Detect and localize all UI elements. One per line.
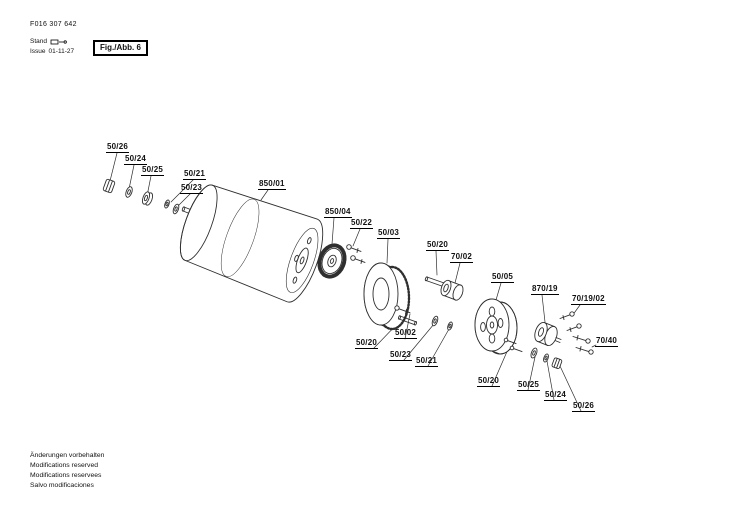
part-label: 70/02 [450,252,474,263]
part-label: 50/05 [491,272,515,283]
part-label: 870/19 [531,284,559,295]
part-screws-70-19-02 [559,311,582,333]
part-ring-50-03 [363,262,411,331]
issue-label: Issue [30,48,46,55]
stand-label: Stand [30,38,47,45]
legal-note-en: Modifications reserved [30,462,98,469]
part-label: 50/23 [180,183,204,194]
part-label: 50/26 [572,401,596,412]
part-nut-50-26-right [551,357,563,370]
figure-number-box: Fig./Abb. 6 [93,40,148,56]
part-screws-50-22 [346,244,366,264]
part-label: 50/02 [394,328,418,339]
part-washer-50-21 [164,199,170,209]
part-pin-50-20-mid [398,315,417,326]
legal-note-de: Änderungen vorbehalten [30,452,105,459]
legal-note-es: Salvo modificaciones [30,482,94,489]
part-label: 70/19/02 [571,294,606,305]
part-washer-50-21-mid [447,321,453,331]
part-gear-850-04 [317,243,347,279]
part-washer-50-25-right [530,347,538,359]
part-label: 850/04 [324,207,352,218]
stamp-icon [50,39,67,45]
part-label: 850/01 [258,179,286,190]
part-drum-850-01 [179,184,324,303]
part-label: 50/21 [415,356,439,367]
part-label: 50/25 [517,380,541,391]
legal-note-fr: Modifications reservees [30,472,102,479]
part-nut-50-26 [102,178,116,194]
document-part-number: F016 307 642 [30,21,77,28]
part-washer-50-23-mid [431,315,439,327]
part-label: 50/24 [124,154,148,165]
part-label: 50/22 [350,218,374,229]
part-washer-50-24-right [543,353,549,363]
part-washer-50-23 [172,203,180,215]
issue-date: 01-11-27 [48,48,75,55]
part-screws-70-40 [572,335,594,355]
part-screw-50-02 [394,305,411,315]
part-label: 50/20 [477,376,501,387]
part-label: 70/40 [595,336,619,347]
part-washer-50-25 [141,191,154,206]
part-label: 50/24 [544,390,568,401]
part-label: 50/23 [389,350,413,361]
part-washer-50-24 [125,186,133,198]
part-screws-50-20-bottom [503,337,523,353]
part-label: 50/20 [355,338,379,349]
part-sleeve-70-02 [440,279,464,301]
part-label: 50/21 [183,169,207,180]
part-coupling-870-19 [534,321,562,347]
part-label: 50/25 [141,165,165,176]
part-wheel-50-05 [474,298,518,355]
part-label: 50/26 [106,142,130,153]
part-label: 50/20 [426,240,450,251]
legal-notes: Änderungen vorbehalten Modifications res… [30,451,104,491]
issue-info-block: Stand Issue 01-11-27 [30,37,74,57]
part-label: 50/03 [377,228,401,239]
